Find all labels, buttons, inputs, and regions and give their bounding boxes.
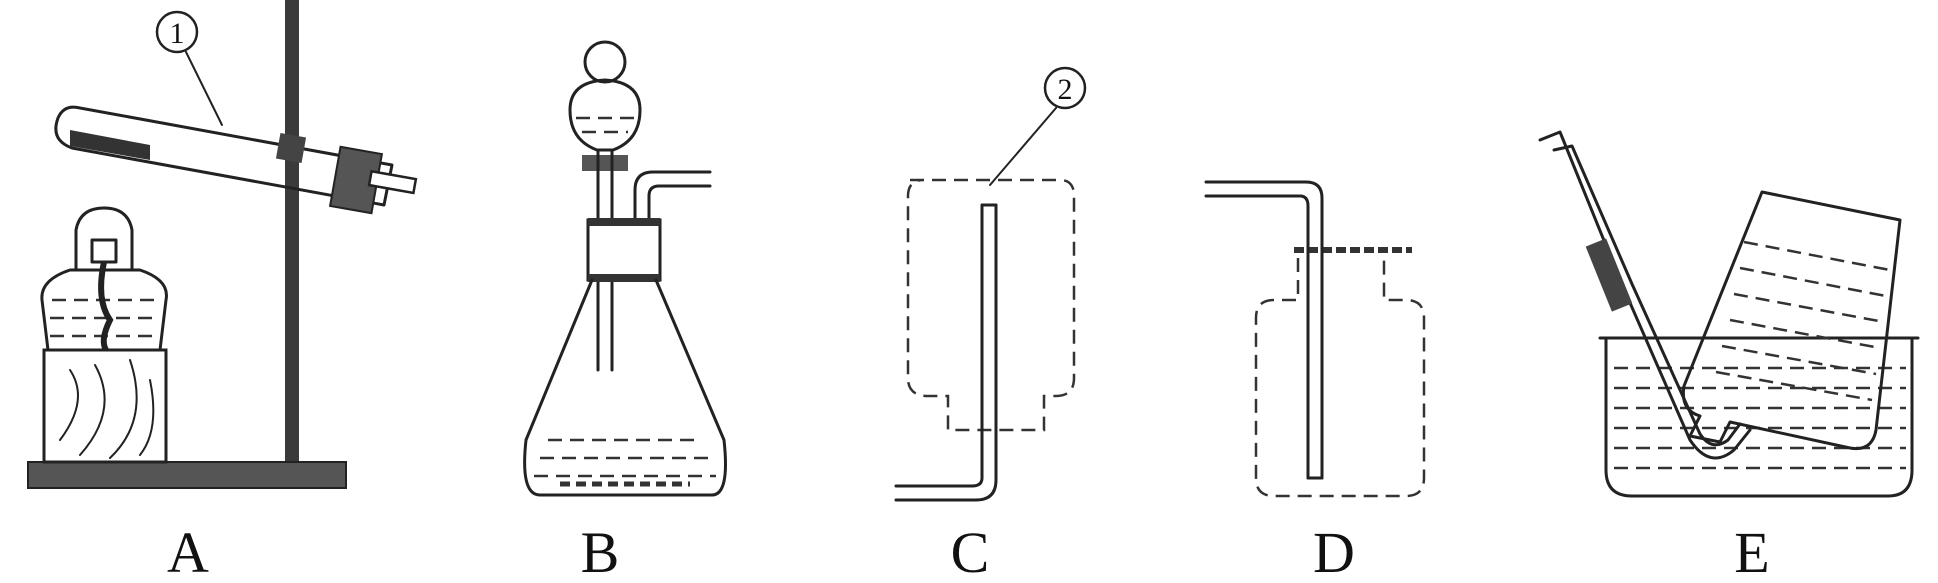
collection-bottle-c (906, 178, 1076, 432)
wooden-block (42, 348, 168, 464)
apparatus-b (523, 40, 727, 497)
label-c: C (951, 520, 990, 583)
inverted-bottle-e (1681, 190, 1902, 451)
stand-rod (285, 0, 299, 462)
stand-base (27, 461, 347, 489)
water-trough (1598, 336, 1920, 498)
conical-flask (523, 218, 727, 497)
apparatus-d (1204, 180, 1426, 498)
delivery-tube-b (633, 170, 712, 232)
label-b: B (581, 520, 620, 583)
alcohol-lamp (40, 206, 168, 352)
marker-2-label: 2 (1058, 73, 1073, 106)
label-d: D (1313, 520, 1355, 583)
apparatus-a: 1 (27, 0, 418, 489)
delivery-tube-e (1538, 130, 1752, 460)
separatory-funnel (568, 40, 642, 372)
marker-1-label: 1 (170, 17, 185, 50)
gas-inlet-tube (894, 203, 998, 502)
collection-bottle-d (1254, 247, 1426, 498)
marker-2: 2 (989, 66, 1087, 186)
delivery-tube-d (1204, 180, 1324, 480)
label-e: E (1734, 520, 1769, 583)
label-a: A (167, 520, 209, 583)
apparatus-c: 2 (894, 66, 1087, 502)
marker-1: 1 (155, 10, 223, 126)
apparatus-e (1538, 130, 1920, 498)
test-tube (54, 105, 418, 215)
